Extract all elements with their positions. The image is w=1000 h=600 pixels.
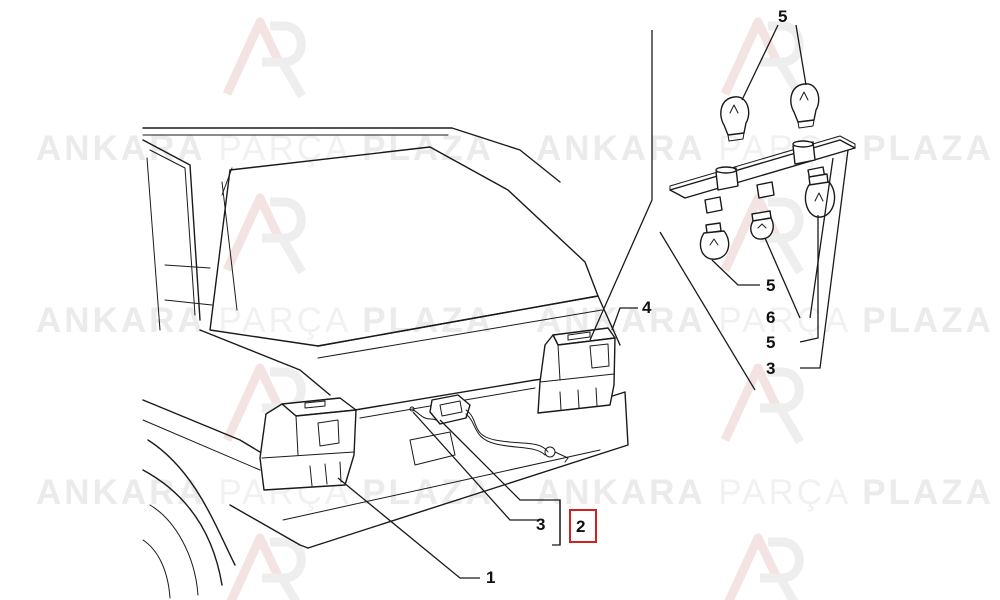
bulb-icon[interactable] <box>699 222 730 260</box>
watermark-text: ANKARA PARÇA PLAZA <box>536 301 994 340</box>
rear-lamp-right[interactable] <box>537 327 616 414</box>
rear-lamp-left[interactable] <box>259 397 357 491</box>
bulb-icon[interactable] <box>804 173 836 218</box>
watermark-text: ANKARA PARÇA PLAZA <box>36 301 494 340</box>
car-rear-outline <box>142 127 629 599</box>
callout-rear-lamp-right[interactable]: 4 <box>642 298 652 317</box>
callout-bulb-holder[interactable]: 6 <box>766 308 775 327</box>
bulb-holder-icon[interactable] <box>750 210 774 240</box>
bulb-icon[interactable] <box>720 96 750 142</box>
ap-monogram-icon <box>222 17 306 99</box>
watermark-text: ANKARA PARÇA PLAZA <box>36 473 494 512</box>
ap-monogram-icon <box>724 533 804 600</box>
callout-rear-lamp-left[interactable]: 1 <box>486 568 495 587</box>
callout-bulb-lower-left[interactable]: 5 <box>766 276 775 295</box>
bulb-icon[interactable] <box>790 83 820 129</box>
ap-monogram-icon <box>222 193 306 275</box>
ap-monogram-icon <box>226 533 306 600</box>
callout-plate-light-assembly[interactable]: 2 <box>576 517 585 536</box>
watermark-text: ANKARA PARÇA PLAZA <box>536 473 994 512</box>
callouts: 1 2 3 4 5 5 6 5 3 <box>486 7 787 587</box>
callout-bulb-top[interactable]: 5 <box>778 7 787 26</box>
callout-bulb-lower-right[interactable]: 5 <box>766 333 775 352</box>
ap-monogram-icon <box>720 363 804 445</box>
callout-plate-light-cable[interactable]: 3 <box>536 515 545 534</box>
callout-lamp-holder-plate[interactable]: 3 <box>766 359 775 378</box>
callout-highlight-box <box>569 509 597 543</box>
ap-monogram-icon <box>720 17 804 99</box>
plate-light-assembly[interactable] <box>409 394 569 463</box>
leader-lines <box>337 24 849 579</box>
